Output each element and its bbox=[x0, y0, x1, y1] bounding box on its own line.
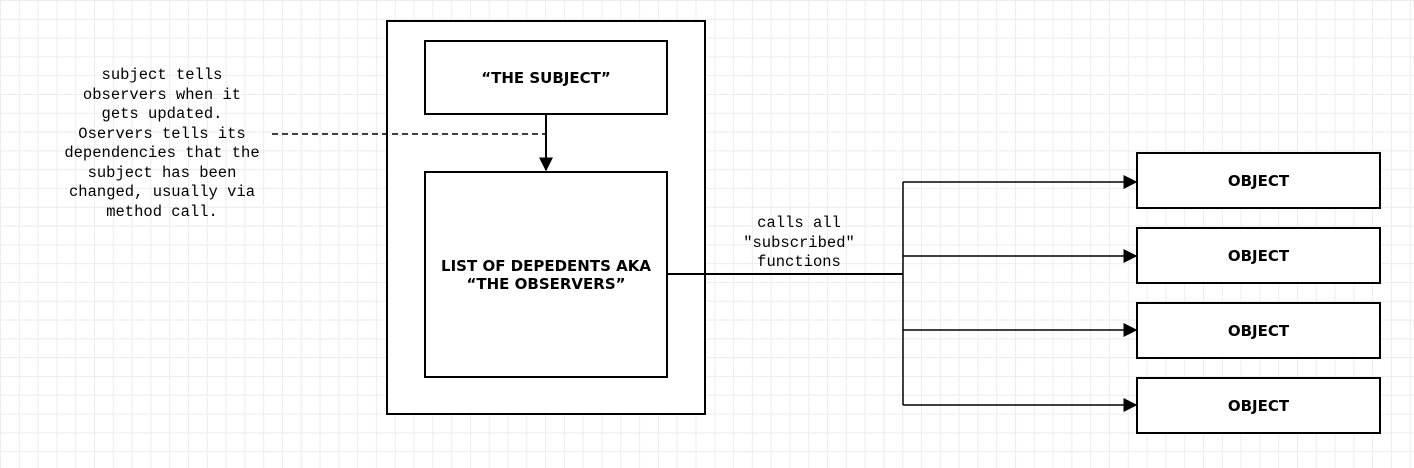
subject-node[interactable]: “THE SUBJECT” bbox=[424, 40, 668, 115]
edge-label: calls all "subscribed" functions bbox=[743, 214, 855, 271]
annotation-note: subject tells observers when it gets upd… bbox=[64, 66, 260, 221]
subject-label: “THE SUBJECT” bbox=[481, 68, 611, 87]
object-label: OBJECT bbox=[1227, 396, 1290, 415]
object-label: OBJECT bbox=[1227, 246, 1290, 265]
object-node-4[interactable]: OBJECT bbox=[1136, 377, 1381, 434]
object-node-2[interactable]: OBJECT bbox=[1136, 227, 1381, 284]
object-label: OBJECT bbox=[1227, 321, 1290, 340]
observers-node[interactable]: LIST OF DEPEDENTS AKA “THE OBSERVERS” bbox=[424, 171, 668, 378]
object-node-3[interactable]: OBJECT bbox=[1136, 302, 1381, 359]
object-label: OBJECT bbox=[1227, 171, 1290, 190]
object-node-1[interactable]: OBJECT bbox=[1136, 152, 1381, 209]
observers-label: LIST OF DEPEDENTS AKA “THE OBSERVERS” bbox=[441, 256, 651, 293]
